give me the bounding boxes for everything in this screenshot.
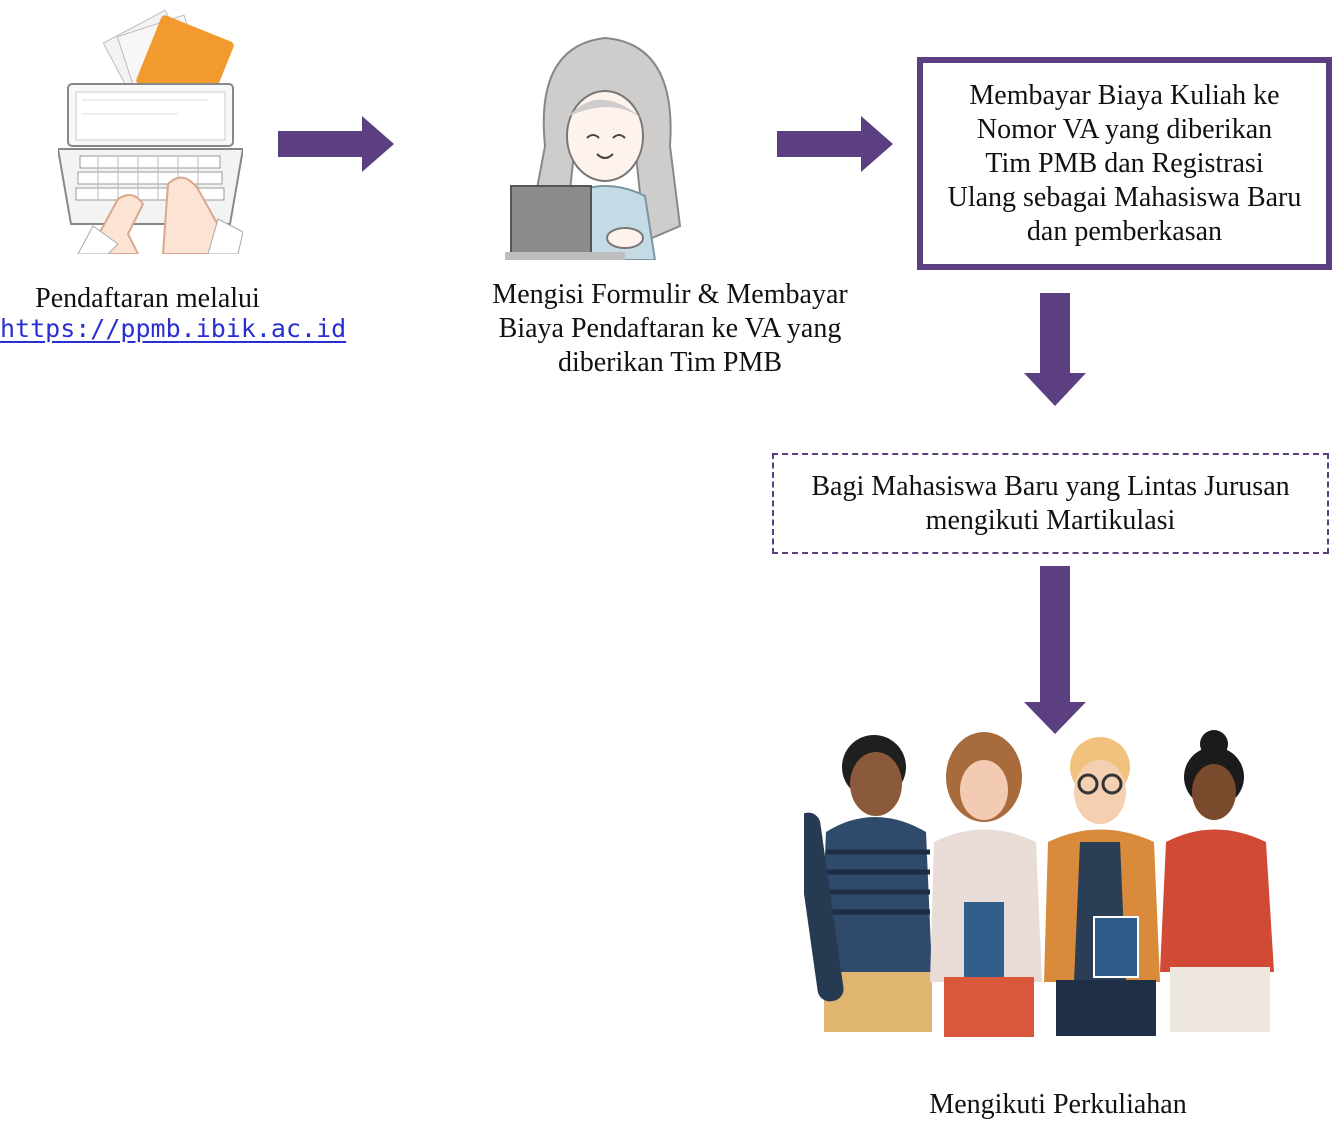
step-lectures-caption: Mengikuti Perkuliahan <box>929 1089 1187 1120</box>
girl-with-laptop-icon <box>505 26 693 260</box>
laptop-typing-icon <box>58 4 243 254</box>
registration-link[interactable]: https://ppmb.ibik.ac.id <box>0 314 347 343</box>
matriculation-box: Bagi Mahasiswa Baru yang Lintas Jurusan … <box>772 453 1329 554</box>
step-registration-caption: Pendaftaran melalui <box>35 283 260 314</box>
arrow-down-icon <box>1024 566 1086 734</box>
payment-registration-text: Membayar Biaya Kuliah ke Nomor VA yang d… <box>947 79 1302 247</box>
arrow-right-icon <box>777 116 893 172</box>
matriculation-text: Bagi Mahasiswa Baru yang Lintas Jurusan … <box>811 470 1290 536</box>
group-of-students-icon <box>804 722 1282 1042</box>
step-form-caption: Mengisi Formulir & Membayar Biaya Pendaf… <box>492 279 848 378</box>
payment-registration-box: Membayar Biaya Kuliah ke Nomor VA yang d… <box>917 57 1332 270</box>
arrow-down-icon <box>1024 293 1086 406</box>
arrow-right-icon <box>278 116 394 172</box>
